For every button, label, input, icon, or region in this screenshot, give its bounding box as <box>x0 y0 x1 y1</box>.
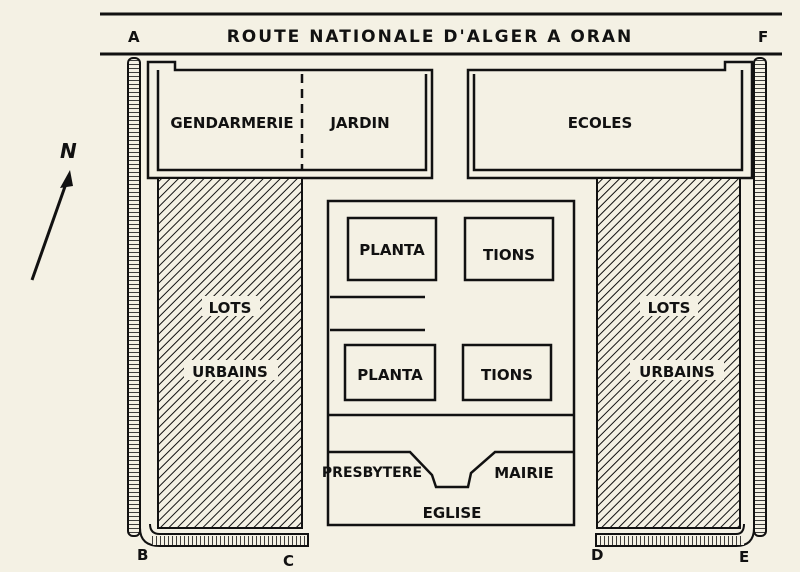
north-label: N <box>60 139 77 163</box>
tions-label: TIONS <box>483 246 535 264</box>
lots-label: LOTS <box>209 299 252 317</box>
gendarmerie-label: GENDARMERIE <box>170 114 293 132</box>
eglise-label: EGLISE <box>423 504 482 522</box>
plantation-plot <box>343 343 437 402</box>
lots-urbains-right: LOTS URBAINS <box>596 177 741 529</box>
ecoles-block: ECOLES <box>466 60 754 180</box>
arrow-head-icon <box>60 170 73 188</box>
corner-a: A <box>128 28 140 46</box>
gendarmerie-jardin-block: GENDARMERIE JARDIN <box>146 60 434 180</box>
corner-c: C <box>283 552 294 570</box>
jardin-label: JARDIN <box>329 114 389 132</box>
corner-b: B <box>137 546 148 564</box>
ecoles-label: ECOLES <box>568 114 633 132</box>
corner-f: F <box>758 28 768 46</box>
plantation-plot <box>346 216 438 282</box>
planta-label: PLANTA <box>357 366 423 384</box>
planta-label: PLANTA <box>359 241 425 259</box>
central-square: PLANTA TIONS PLANTA TIONS PRESBYTERE MAI… <box>322 199 576 527</box>
left-boundary-wall <box>127 57 309 547</box>
plantation-plot <box>461 343 553 402</box>
road-label: ROUTE NATIONALE D'ALGER A ORAN <box>227 27 634 47</box>
road: ROUTE NATIONALE D'ALGER A ORAN <box>100 12 782 56</box>
lots-urbains-left: LOTS URBAINS <box>157 177 303 529</box>
right-boundary-wall <box>595 57 767 547</box>
north-arrow: N <box>30 139 77 281</box>
presbytere-label: PRESBYTERE <box>322 465 422 481</box>
lots-label: LOTS <box>648 299 691 317</box>
corner-d: D <box>591 546 603 564</box>
corner-e: E <box>739 548 749 566</box>
urbains-label: URBAINS <box>192 363 268 381</box>
mairie-label: MAIRIE <box>494 464 554 482</box>
plantation-plot <box>463 216 555 282</box>
tions-label: TIONS <box>481 366 533 384</box>
urbains-label: URBAINS <box>639 363 715 381</box>
